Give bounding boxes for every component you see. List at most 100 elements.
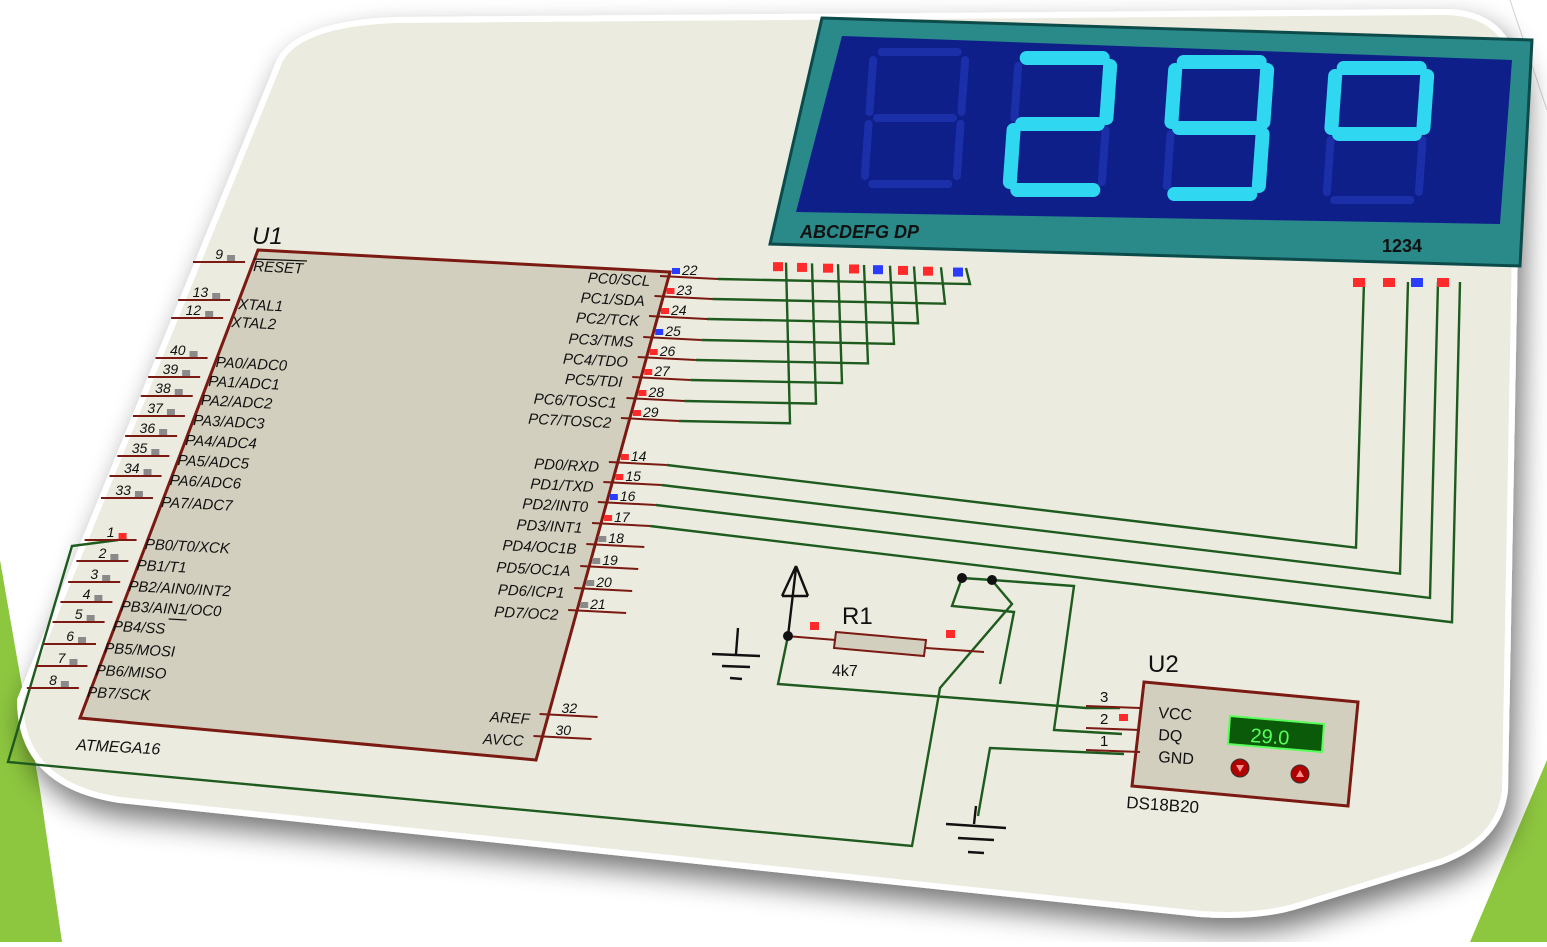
sensor-pin-name: DQ bbox=[1158, 727, 1183, 746]
wire-gnd bbox=[976, 746, 1125, 817]
wire-segment-bus bbox=[706, 266, 920, 325]
ground-icon bbox=[711, 627, 761, 681]
pin-state-marker bbox=[1353, 278, 1365, 287]
mcu-pin-name: PB5/MOSI bbox=[104, 640, 176, 661]
wires bbox=[6, 262, 1462, 848]
mcu-pin-name: PB6/MISO bbox=[95, 662, 167, 683]
mcu-pin-name: PD6/ICP1 bbox=[497, 582, 565, 602]
mcu-pin-number: 18 bbox=[608, 530, 624, 546]
sensor-pin-number: 3 bbox=[1100, 689, 1108, 706]
mcu-pin-number: 39 bbox=[163, 361, 179, 377]
resistor-ref: R1 bbox=[842, 603, 873, 630]
pin-state-marker bbox=[773, 262, 783, 272]
display-segment bbox=[860, 120, 873, 180]
mcu-pin-name: PD5/OC1A bbox=[496, 559, 571, 580]
display-segment bbox=[865, 56, 878, 116]
pin-state-marker bbox=[661, 308, 669, 314]
mcu-pin-number: 12 bbox=[186, 302, 202, 318]
display-segment bbox=[1164, 63, 1183, 129]
mcu-pin-lead bbox=[648, 315, 708, 320]
pin-state-marker bbox=[1437, 278, 1449, 287]
mcu-pin-name: PC2/TCK bbox=[576, 310, 641, 330]
mcu-pin-number: 36 bbox=[140, 420, 156, 436]
mcu-pin-name: PD2/INT0 bbox=[522, 496, 589, 516]
mcu-pin-lead bbox=[580, 565, 639, 570]
resistor-lead bbox=[925, 647, 985, 653]
resistor-body bbox=[832, 630, 928, 658]
pin-state-marker bbox=[655, 329, 664, 335]
mcu-pin-number: 25 bbox=[664, 323, 681, 339]
mcu-pin-number: 13 bbox=[193, 284, 209, 300]
mcu-pin-name: PA5/ADC5 bbox=[177, 452, 250, 473]
pin-state-marker bbox=[632, 410, 641, 416]
junction-dot bbox=[957, 573, 967, 583]
sensor-pin-name: GND bbox=[1158, 749, 1195, 768]
sensor-pin-lead bbox=[1085, 749, 1141, 753]
display-digit-label: 1234 bbox=[1382, 236, 1422, 256]
mcu-pin-lead bbox=[643, 336, 702, 341]
pin-state-marker bbox=[227, 255, 235, 261]
pin-state-marker bbox=[923, 266, 933, 276]
mcu-pin-lead bbox=[574, 587, 633, 592]
pin-state-marker bbox=[102, 575, 111, 581]
pin-state-marker bbox=[182, 370, 191, 376]
pin-state-marker bbox=[1119, 714, 1128, 721]
display-segment bbox=[1256, 63, 1275, 129]
wire-digit-bus bbox=[661, 281, 1410, 575]
mcu-pin-name: PA1/ADC1 bbox=[208, 373, 280, 394]
mcu-pin-number: 17 bbox=[614, 509, 631, 525]
sensor-ref: U2 bbox=[1148, 651, 1179, 678]
mcu-pin-lead bbox=[586, 543, 645, 548]
mcu-pin-name: PA4/ADC4 bbox=[185, 432, 257, 453]
wire-segment-bus bbox=[684, 263, 818, 405]
display-digit bbox=[1162, 55, 1275, 201]
display-digit bbox=[1322, 61, 1435, 204]
sensor-lcd bbox=[1226, 714, 1326, 754]
pin-state-marker bbox=[644, 369, 653, 375]
pin-state-marker bbox=[143, 469, 152, 475]
display-segment bbox=[1099, 59, 1118, 125]
mcu-pin-number: 7 bbox=[58, 650, 67, 666]
mcu-pin-lead bbox=[597, 501, 656, 506]
mcu-pin-lead bbox=[568, 609, 627, 614]
mcu-pin-number: 1 bbox=[107, 524, 115, 540]
pin-state-marker bbox=[1383, 278, 1395, 287]
wire-digit-bus bbox=[655, 281, 1440, 600]
mcu-pin-lead bbox=[654, 295, 713, 300]
wire-digit-bus bbox=[666, 281, 1366, 550]
accent-triangle-left bbox=[0, 130, 62, 942]
mcu-pin-name: PA3/ADC3 bbox=[193, 412, 266, 433]
wire-segment-bus bbox=[717, 267, 972, 286]
pin-state-marker bbox=[60, 681, 69, 687]
mcu-pin-name: PD4/OC1B bbox=[502, 537, 577, 558]
mcu-pin-number: 30 bbox=[556, 722, 572, 738]
display-digit bbox=[860, 48, 970, 188]
display-segment bbox=[1097, 126, 1110, 186]
mcu-pin-name: PD7/OC2 bbox=[494, 604, 560, 624]
mcu-pin-number: 35 bbox=[132, 440, 148, 456]
mcu-pin-lead bbox=[533, 735, 592, 740]
wire-segment-bus bbox=[678, 262, 792, 425]
display-segment bbox=[952, 120, 965, 180]
mcu-body bbox=[77, 248, 672, 762]
display-digit bbox=[1002, 51, 1118, 197]
mcu-pin-number: 16 bbox=[620, 488, 636, 504]
pin-state-marker bbox=[205, 311, 214, 317]
overbar bbox=[168, 618, 187, 621]
wire-vcc bbox=[776, 635, 1120, 710]
pin-state-marker bbox=[166, 409, 175, 415]
pin-state-marker bbox=[86, 615, 95, 621]
mcu-pin-number: 3 bbox=[90, 566, 98, 582]
sensor-pin-number: 1 bbox=[1100, 733, 1108, 750]
mcu-pin-name: PB3/AIN1/OC0 bbox=[120, 598, 222, 620]
mcu-pin-lead bbox=[659, 275, 719, 280]
mcu-pin-number: 33 bbox=[115, 482, 131, 498]
pin-state-marker bbox=[649, 349, 658, 355]
sensor-pin-number: 2 bbox=[1100, 711, 1108, 728]
mcu-pin-number: 28 bbox=[647, 384, 664, 400]
mcu-pin-name: PB7/SCK bbox=[87, 684, 152, 704]
mcu-pin-lead bbox=[632, 376, 691, 381]
mcu-pin-name: RESET bbox=[253, 258, 306, 278]
